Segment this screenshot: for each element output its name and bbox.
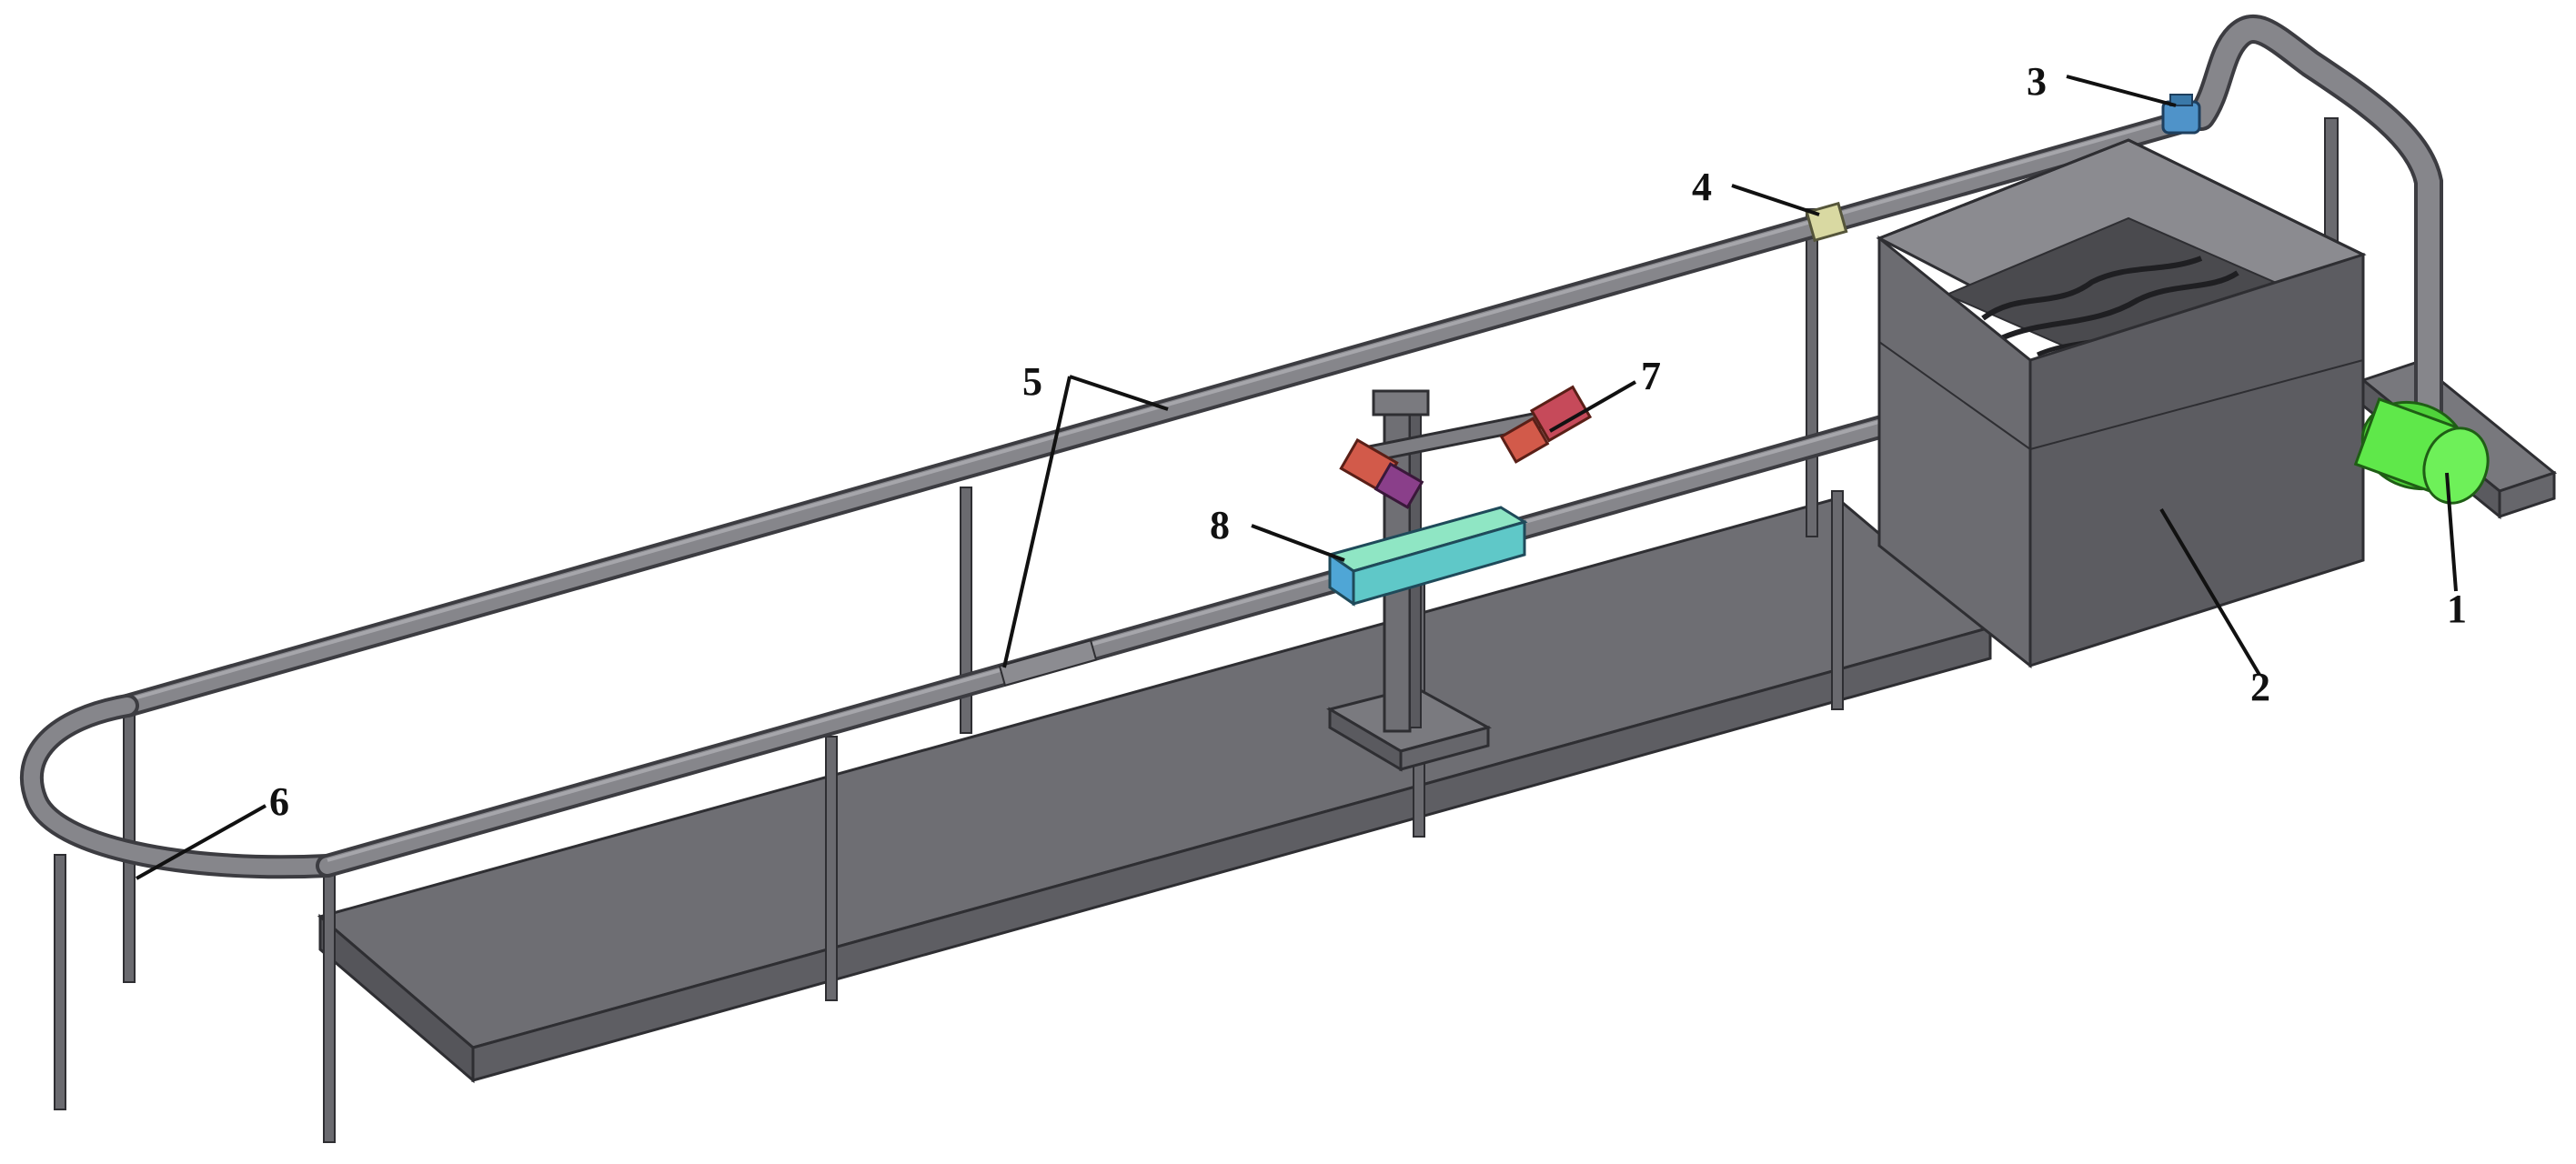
camera-left bbox=[1339, 437, 1424, 509]
callout-label-5: 5 bbox=[1022, 359, 1042, 404]
callout-label-6: 6 bbox=[269, 779, 289, 824]
leader-8 bbox=[1251, 524, 1345, 562]
leg bbox=[825, 736, 838, 1001]
upper-return-pipe bbox=[116, 105, 2213, 717]
camera-right bbox=[1499, 385, 1593, 464]
leader-6 bbox=[136, 804, 267, 880]
transparent-pipe-section bbox=[998, 639, 1098, 687]
pump-riser-pipe bbox=[2187, 15, 2443, 442]
callout-leaders bbox=[136, 75, 2458, 880]
lower-test-pipe bbox=[316, 381, 2013, 878]
leader-3 bbox=[2066, 75, 2177, 107]
leg bbox=[323, 872, 336, 1143]
callout-label-7: 7 bbox=[1641, 354, 1661, 398]
callout-label-8: 8 bbox=[1210, 503, 1230, 547]
callout-label-4: 4 bbox=[1692, 165, 1712, 209]
support-platform bbox=[317, 497, 1994, 1084]
callout-label-2: 2 bbox=[2250, 665, 2270, 709]
u-bend-pipe bbox=[20, 694, 339, 879]
leg bbox=[54, 854, 66, 1110]
leader-5a bbox=[1069, 375, 1169, 411]
callout-labels: 1 2 3 4 5 6 7 8 bbox=[269, 59, 2467, 824]
leader-4 bbox=[1731, 184, 1820, 216]
platform-right-side bbox=[471, 626, 1992, 1082]
leader-5b bbox=[1002, 376, 1072, 668]
callout-label-1: 1 bbox=[2447, 587, 2467, 631]
leg bbox=[1831, 490, 1844, 710]
tank-side bbox=[2028, 252, 2365, 668]
water-tank bbox=[1876, 138, 2367, 669]
leader-2 bbox=[2159, 507, 2261, 677]
callout-label-3: 3 bbox=[2027, 59, 2047, 104]
leader-1 bbox=[2445, 472, 2458, 592]
leader-7 bbox=[1549, 380, 1636, 433]
leg bbox=[1806, 208, 1818, 537]
test-section-box bbox=[1326, 506, 1528, 607]
valve bbox=[2161, 94, 2201, 135]
pump bbox=[2353, 396, 2490, 505]
leg bbox=[960, 487, 972, 734]
